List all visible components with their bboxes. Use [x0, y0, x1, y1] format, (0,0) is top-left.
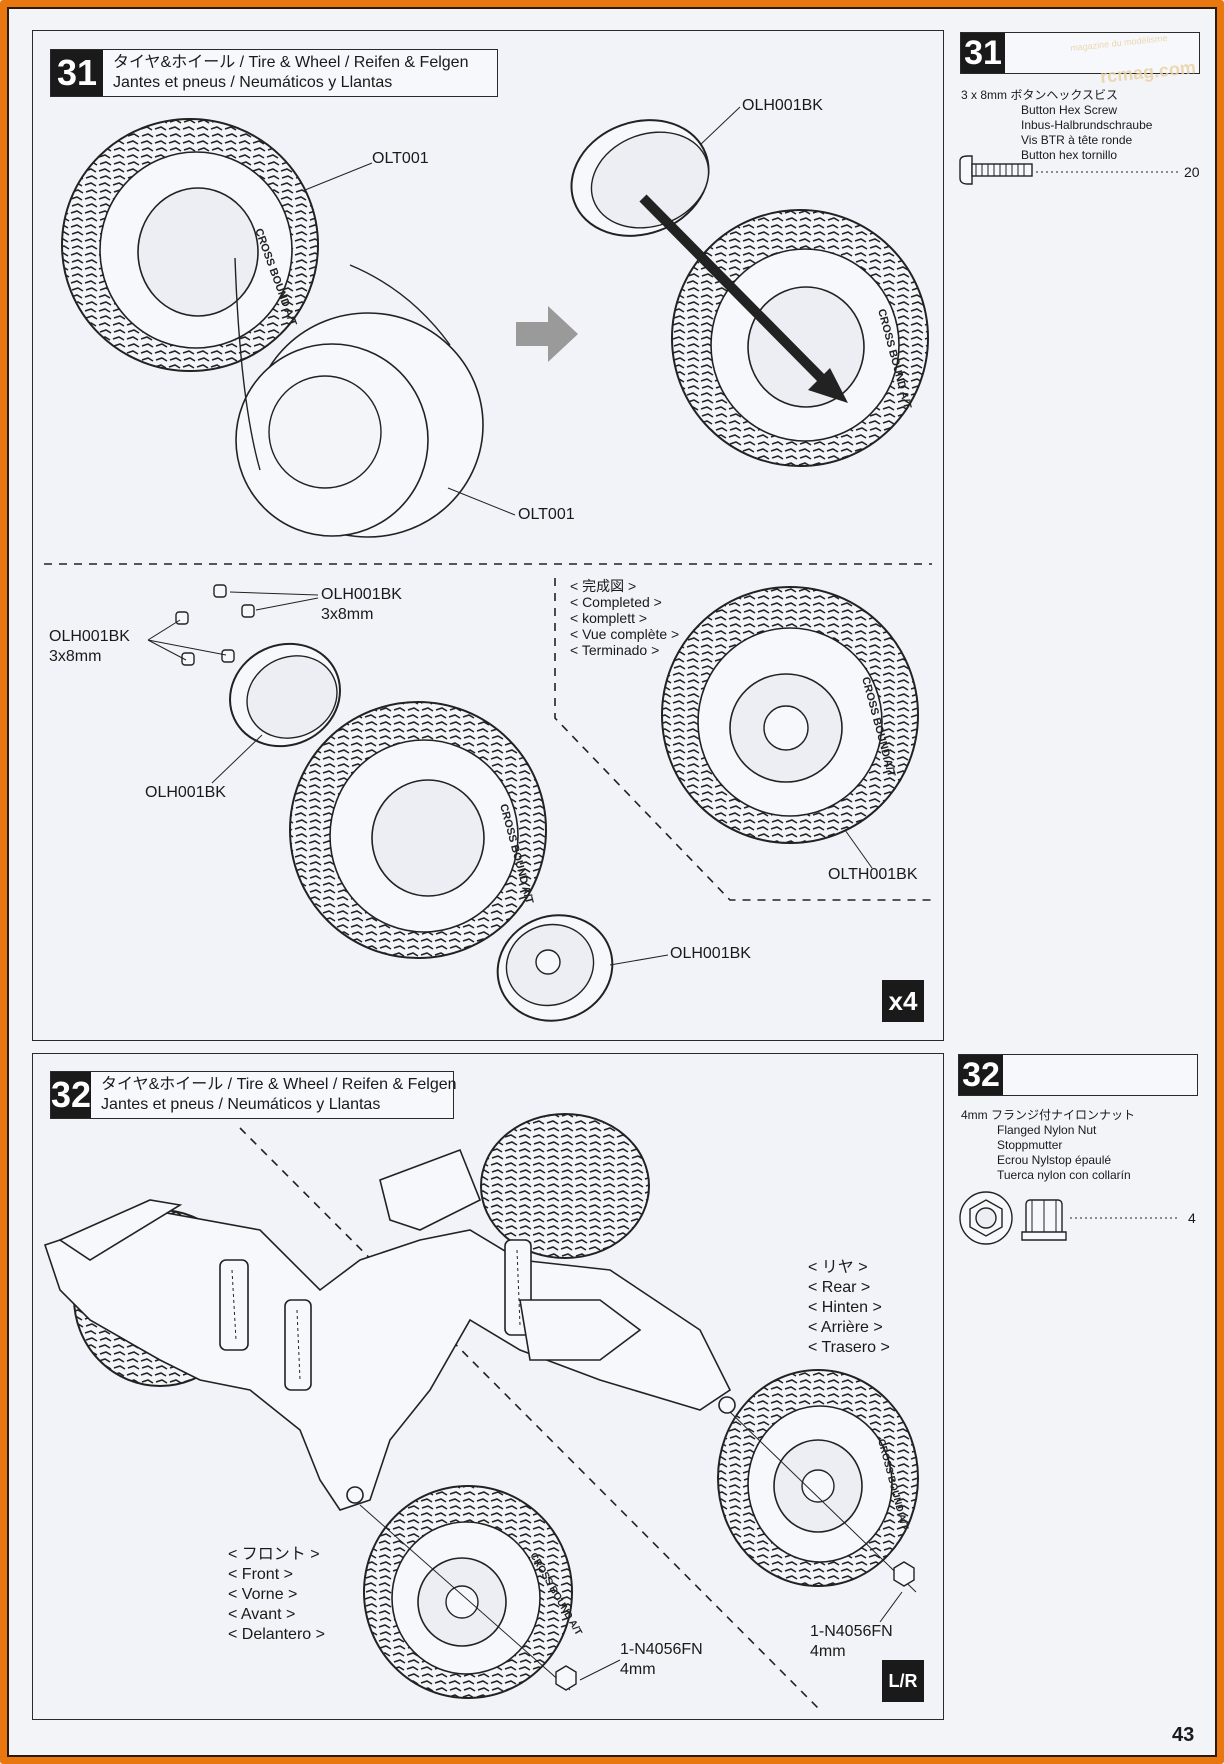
button-hex-screw-icon	[959, 155, 1180, 185]
tire-icon	[480, 1113, 650, 1259]
rear-wheel-icon: CROSS BOUND A/T	[717, 1369, 919, 1587]
label-completed-part: OLTH001BK	[828, 866, 918, 883]
parts31-description: 3 x 8mm ボタンヘックスビス Button Hex Screw Inbus…	[961, 88, 1153, 162]
parts32-qty: 4	[1188, 1210, 1196, 1226]
step31-number: 31	[51, 50, 103, 96]
step31-header: 31 タイヤ&ホイール / Tire & Wheel / Reifen & Fe…	[50, 49, 498, 97]
arrow-right-icon	[516, 306, 578, 362]
step32-title-line2: Jantes et pneus / Neumáticos y Llantas	[101, 1096, 381, 1113]
step32-title: タイヤ&ホイール / Tire & Wheel / Reifen & Felge…	[91, 1072, 466, 1118]
completed-wheel-icon: CROSS BOUND A/T	[661, 586, 919, 844]
rear-caption: < リヤ > < Rear > < Hinten > < Arrière > <…	[808, 1259, 890, 1356]
label-nut-front: 1-N4056FN 4mm	[620, 1641, 703, 1678]
label-nut-rear: 1-N4056FN 4mm	[810, 1623, 893, 1660]
nut-icon	[893, 1561, 915, 1587]
front-wheel-icon: CROSS BOUND A/T	[363, 1485, 584, 1699]
parts31-number: 31	[961, 33, 1005, 73]
parts31-qty: 20	[1184, 164, 1200, 180]
step32-number: 32	[51, 1072, 92, 1118]
screw-icons	[175, 584, 255, 666]
step31-title-line2: Jantes et pneus / Neumáticos y Llantas	[113, 74, 393, 91]
completed-caption: < 完成図 > < Completed > < komplett > < Vue…	[570, 578, 680, 658]
parts32-header: 32	[958, 1054, 1198, 1096]
page-number: 43	[1172, 1724, 1195, 1746]
step32-title-line1: タイヤ&ホイール / Tire & Wheel / Reifen & Felge…	[101, 1076, 457, 1093]
step31-title: タイヤ&ホイール / Tire & Wheel / Reifen & Felge…	[103, 50, 478, 96]
label-foam-insert: OLT001	[518, 506, 575, 523]
tire-with-rim-icon: CROSS BOUND A/T	[671, 209, 929, 467]
multiplier-badge: x4	[882, 980, 924, 1022]
parts32-number: 32	[959, 1055, 1003, 1095]
tire-icon: CROSS BOUND A/T	[61, 118, 319, 372]
label-screws-a: OLH001BK 3x8mm	[321, 586, 402, 623]
label-rim-top: OLH001BK	[742, 97, 823, 114]
flanged-nylon-nut-icon	[959, 1191, 1180, 1245]
label-screws-b: OLH001BK 3x8mm	[49, 628, 130, 665]
label-beadlock-ring: OLH001BK	[145, 784, 226, 801]
front-caption: < フロント > < Front > < Vorne > < Avant > <…	[228, 1546, 325, 1643]
rim-icon	[570, 119, 710, 237]
beadlock-ring-icon	[229, 642, 341, 748]
insert-arrow-icon	[639, 194, 832, 389]
parts32-description: 4mm フランジ付ナイロンナット Flanged Nylon Nut Stopp…	[961, 1108, 1136, 1182]
step31-title-line1: タイヤ&ホイール / Tire & Wheel / Reifen & Felge…	[113, 54, 469, 71]
label-tire-top: OLT001	[372, 150, 429, 167]
wheel-rim-icon	[496, 914, 614, 1022]
tire-icon: CROSS BOUND A/T	[289, 701, 547, 959]
left-right-badge: L/R	[882, 1660, 924, 1702]
foam-insert-icon	[234, 257, 484, 538]
label-wheel-rim: OLH001BK	[670, 945, 751, 962]
nut-icon	[555, 1665, 577, 1691]
step32-header: 32 タイヤ&ホイール / Tire & Wheel / Reifen & Fe…	[50, 1071, 457, 1119]
chassis-icon	[43, 1148, 736, 1511]
parts31-header: 31	[960, 32, 1200, 74]
